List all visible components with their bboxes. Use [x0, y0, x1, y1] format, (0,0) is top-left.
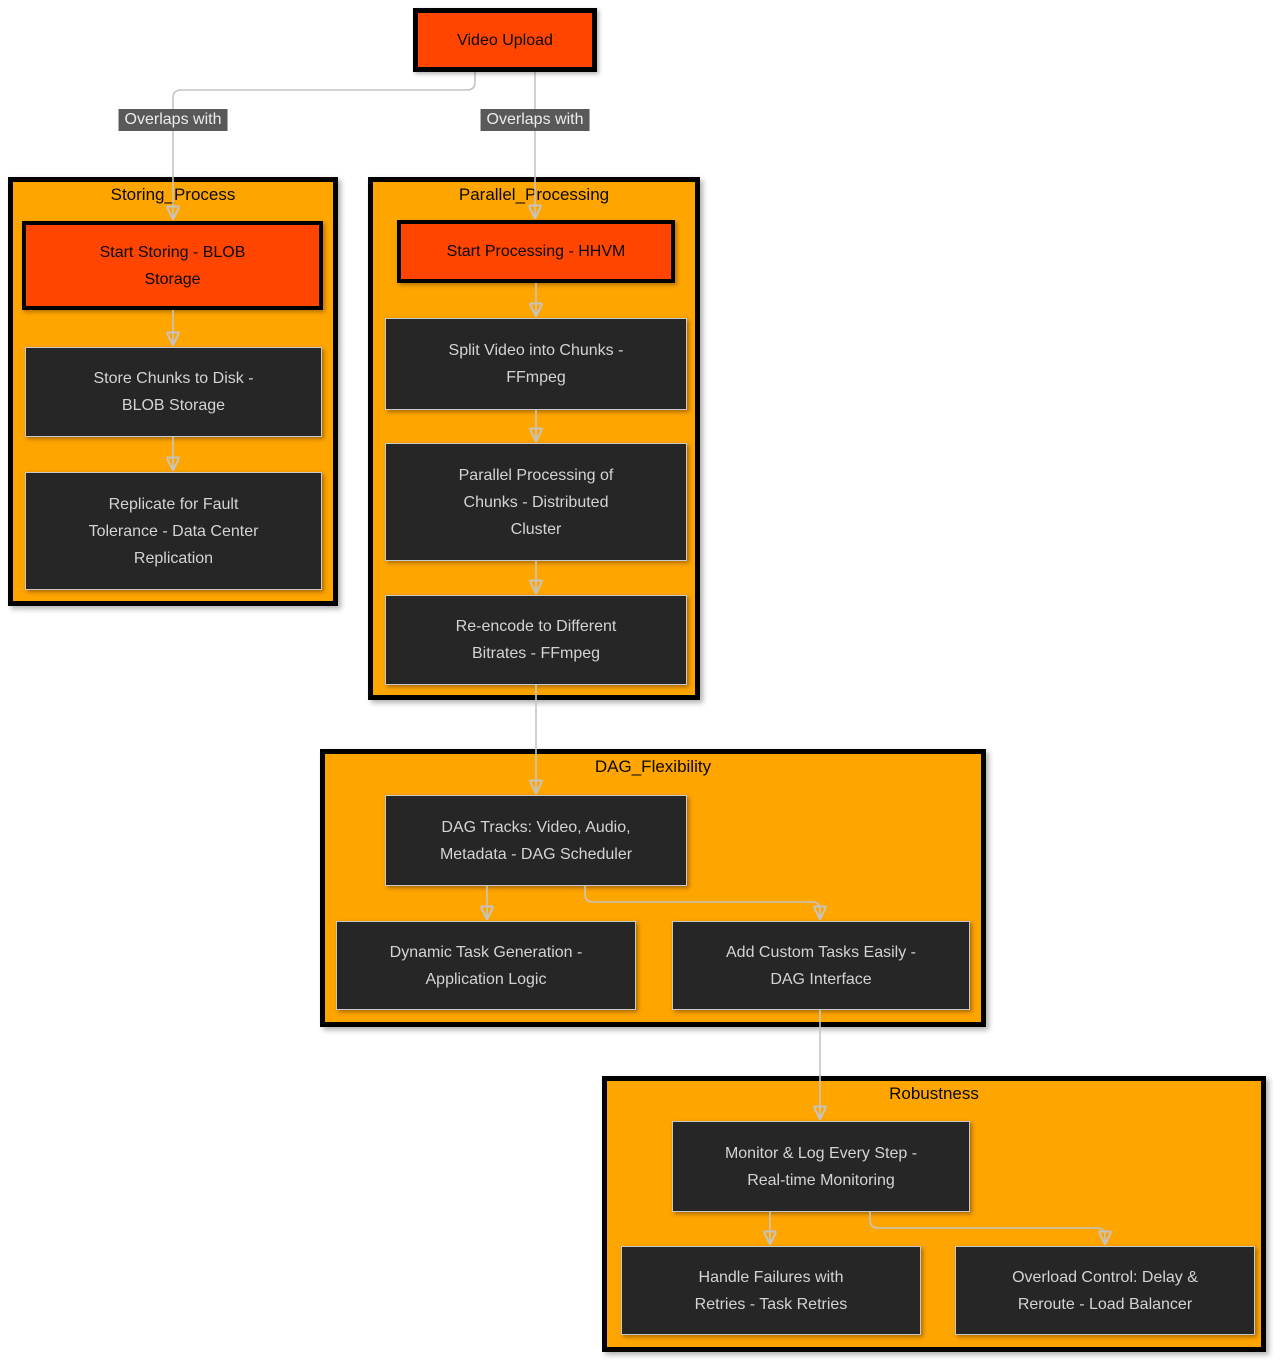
subgraph-title-storing-process: Storing_Process — [110, 185, 236, 204]
node-label: Overload Control: Delay & Reroute - Load… — [1012, 1268, 1198, 1313]
node-split-video-into-chunks: Split Video into Chunks - FFmpeg — [385, 318, 687, 410]
node-label: Monitor & Log Every Step - Real-time Mon… — [724, 1144, 918, 1189]
subgraph-robustness: Robustness Monitor & Log Every Step - Re… — [602, 1076, 1266, 1352]
node-label: Dynamic Task Generation - Application Lo… — [389, 943, 583, 988]
node-add-custom-tasks: Add Custom Tasks Easily - DAG Interface — [672, 921, 970, 1010]
subgraph-storing-process: Storing_Process Start Storing - BLOB Sto… — [8, 177, 338, 606]
node-label: Parallel Processing of Chunks - Distribu… — [458, 466, 614, 538]
node-store-chunks-to-disk: Store Chunks to Disk - BLOB Storage — [25, 347, 322, 437]
edge-label-overlaps-with-left: Overlaps with — [118, 109, 228, 131]
node-parallel-processing-of-chunks: Parallel Processing of Chunks - Distribu… — [385, 443, 687, 561]
edge-label-overlaps-with-right: Overlaps with — [480, 109, 590, 131]
subgraph-title-parallel-processing: Parallel_Processing — [458, 185, 610, 204]
node-label: Re-encode to Different Bitrates - FFmpeg — [455, 618, 617, 662]
node-label: Video Upload — [457, 31, 553, 49]
node-video-upload: Video Upload — [413, 8, 597, 72]
subgraph-parallel-processing: Parallel_Processing Start Processing - H… — [368, 177, 700, 700]
subgraph-title-dag-flexibility: DAG_Flexibility — [594, 757, 712, 776]
node-dag-tracks: DAG Tracks: Video, Audio, Metadata - DAG… — [385, 795, 687, 886]
node-monitor-log-every-step: Monitor & Log Every Step - Real-time Mon… — [672, 1121, 970, 1212]
node-handle-failures-retries: Handle Failures with Retries - Task Retr… — [621, 1246, 921, 1335]
node-label: Start Storing - BLOB Storage — [99, 243, 246, 288]
node-label: DAG Tracks: Video, Audio, Metadata - DAG… — [439, 818, 633, 863]
node-label: Split Video into Chunks - FFmpeg — [448, 342, 624, 386]
node-reencode-bitrates: Re-encode to Different Bitrates - FFmpeg — [385, 595, 687, 685]
node-dynamic-task-generation: Dynamic Task Generation - Application Lo… — [336, 921, 636, 1010]
node-label: Store Chunks to Disk - BLOB Storage — [93, 370, 254, 414]
node-label: Replicate for Fault Tolerance - Data Cen… — [88, 495, 259, 567]
node-start-storing: Start Storing - BLOB Storage — [22, 221, 323, 310]
node-label: Handle Failures with Retries - Task Retr… — [694, 1268, 848, 1313]
node-label: Start Processing - HHVM — [446, 243, 626, 260]
node-replicate-fault-tolerance: Replicate for Fault Tolerance - Data Cen… — [25, 472, 322, 590]
node-start-processing: Start Processing - HHVM — [397, 220, 675, 283]
subgraph-dag-flexibility: DAG_Flexibility DAG Tracks: Video, Audio… — [320, 749, 986, 1027]
subgraph-title-robustness: Robustness — [889, 1084, 979, 1103]
node-overload-control: Overload Control: Delay & Reroute - Load… — [955, 1246, 1255, 1335]
node-label: Add Custom Tasks Easily - DAG Interface — [726, 943, 916, 988]
